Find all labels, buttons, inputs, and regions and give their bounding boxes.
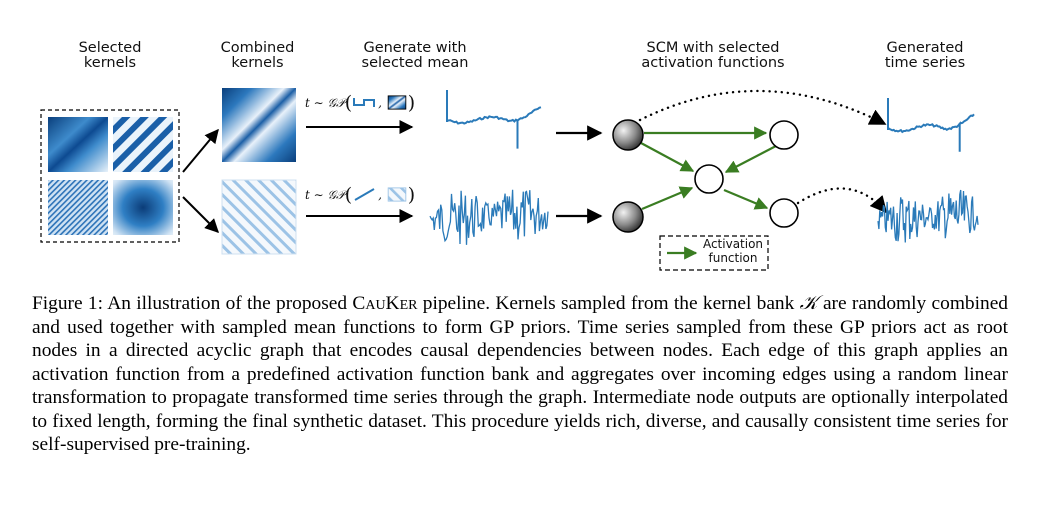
activation-legend-box	[659, 235, 769, 271]
gp-prior-formula-bottom: t ∼ 𝒢𝒫(, )	[305, 184, 416, 206]
edge-root2-node2	[641, 186, 694, 211]
figure-caption: Figure 1: An illustration of the propose…	[32, 291, 1008, 457]
generated-series-top	[887, 98, 975, 152]
caption-text-1: An illustration of the proposed	[103, 293, 353, 314]
graph-node-1	[769, 120, 799, 150]
selected-kernels-box	[40, 109, 180, 243]
caption-method-name: CauKer	[352, 293, 418, 314]
dotted-arc-bottom	[796, 187, 888, 214]
sampled-series-bottom	[429, 189, 549, 245]
arrow-to-combined-top	[182, 128, 219, 173]
root-node-top	[612, 119, 644, 151]
gp-prior-symbol-bottom: t ∼ 𝒢𝒫	[305, 188, 345, 202]
caption-text-3: are randomly combined and used together …	[32, 293, 1008, 455]
edge-node2-node3	[723, 188, 769, 210]
graph-node-2	[694, 164, 724, 194]
step-mean-icon	[353, 98, 376, 107]
caption-kernel-bank-symbol: 𝒦	[799, 291, 818, 314]
kernel-thumbnail-bottom	[387, 187, 407, 202]
arrow-to-combined-bottom	[182, 196, 219, 233]
kernel-heatmap-periodic	[113, 117, 173, 172]
gp-prior-symbol-top: t ∼ 𝒢𝒫	[305, 96, 345, 110]
edge-root1-node2	[640, 142, 695, 172]
caption-label: Figure 1:	[32, 293, 104, 314]
caption-text-2: pipeline. Kernels sampled from the kerne…	[417, 293, 800, 314]
linear-mean-icon	[354, 188, 375, 201]
selected-kernels-grid	[40, 109, 180, 243]
gp-prior-formula-top: t ∼ 𝒢𝒫(, )	[305, 92, 416, 114]
combined-kernel-top	[222, 88, 296, 162]
dotted-arc-top	[638, 89, 887, 126]
kernel-heatmap-periodic-fine	[48, 180, 108, 235]
kernel-thumbnail-top	[387, 95, 407, 110]
graph-node-3	[769, 198, 799, 228]
combined-kernel-bottom	[221, 179, 297, 255]
sampled-series-top	[446, 90, 542, 149]
kernel-heatmap-rbf-diagonal	[48, 117, 108, 172]
root-node-bottom	[612, 201, 644, 233]
pipeline-diagram	[40, 88, 979, 271]
edge-node1-node2	[724, 145, 777, 173]
generated-series-bottom	[877, 189, 979, 243]
kernel-heatmap-rbf	[113, 180, 173, 235]
scm-graph	[612, 119, 799, 233]
